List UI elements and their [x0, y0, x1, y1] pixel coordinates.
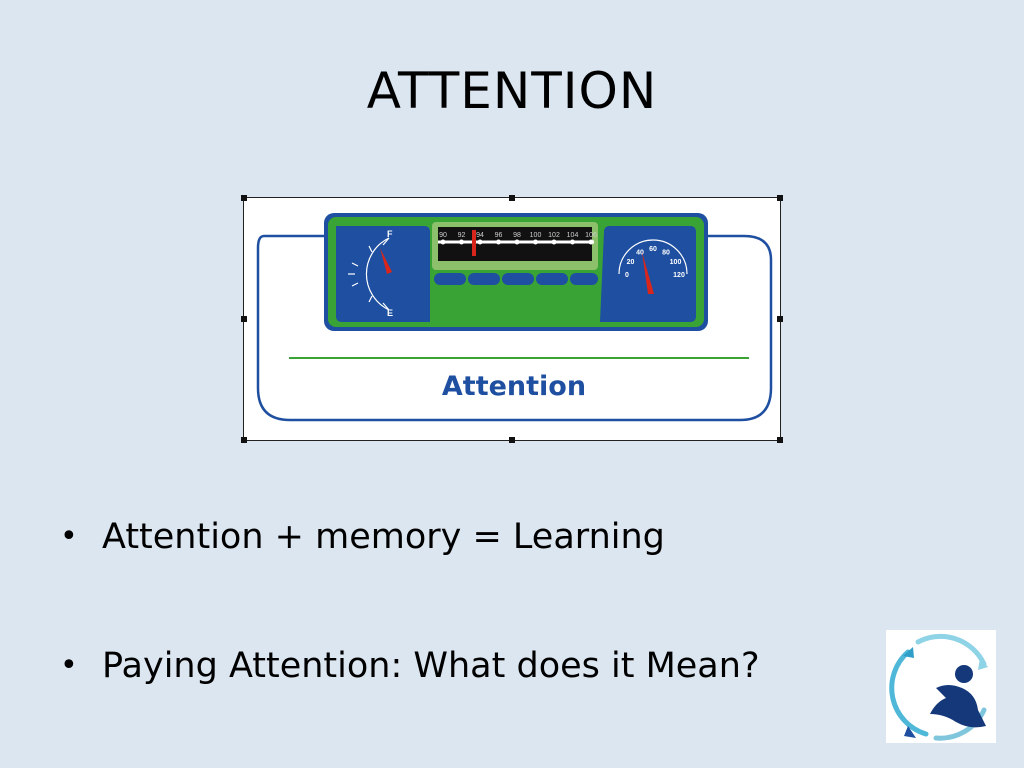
bullet-icon: •: [60, 519, 78, 554]
speedometer-needle: [642, 252, 654, 294]
resize-handle-s[interactable]: [509, 437, 515, 443]
radio-frequency-label: 94: [476, 232, 484, 239]
radio-frequency-labels: 90 92 94 96 98 100 102 104 106: [439, 232, 597, 239]
radio-tuning-needle: [472, 230, 476, 256]
speedometer-tick-label: 0: [625, 272, 629, 279]
speedometer-tick-label: 60: [649, 246, 657, 253]
resize-handle-se[interactable]: [777, 437, 783, 443]
radio-preset-button-4: [536, 273, 568, 285]
radio-preset-button-1: [434, 273, 466, 285]
radio-frequency-label: 90: [439, 232, 447, 239]
radio-scale-dot: [551, 239, 557, 245]
speedometer-tick-label: 100: [670, 259, 682, 266]
radio-frequency-label: 104: [567, 232, 579, 239]
fuel-gauge: F E: [348, 229, 393, 318]
resize-handle-e[interactable]: [777, 316, 783, 322]
radio-frequency-label: 98: [513, 232, 521, 239]
radio-preset-button-2: [468, 273, 500, 285]
slide-title: ATTENTION: [366, 62, 658, 120]
resize-handle-nw[interactable]: [241, 195, 247, 201]
person-cycle-icon: [889, 633, 988, 741]
radio-frequency-label: 106: [585, 232, 597, 239]
radio-scale-dot: [440, 239, 446, 245]
resize-handle-w[interactable]: [241, 316, 247, 322]
speedometer-tick-label: 20: [627, 259, 635, 266]
bullet-list: •Attention + memory = Learning •Paying A…: [60, 510, 760, 768]
fuel-empty-label: E: [387, 308, 393, 318]
fuel-gauge-panel: [336, 226, 430, 322]
radio-scale-dot: [533, 239, 538, 245]
fuel-full-label: F: [387, 229, 393, 239]
radio-scale-dot: [588, 239, 594, 245]
speedometer-tick-label: 40: [636, 250, 644, 257]
bullet-item: •Attention + memory = Learning: [60, 510, 760, 574]
radio-scale-dot: [514, 239, 520, 245]
logo: [886, 630, 996, 743]
radio-frequency-label: 92: [458, 232, 466, 239]
bullet-icon: •: [60, 648, 78, 683]
figure-outline: [256, 234, 773, 422]
radio-frequency-label: 102: [548, 232, 560, 239]
speedometer-tick-label: 80: [662, 250, 670, 257]
radio-dial: [438, 227, 592, 261]
speedometer-tick-label: 120: [673, 272, 685, 279]
fuel-needle: [380, 248, 392, 274]
figure-caption: Attention: [442, 371, 586, 402]
radio-frequency-label: 100: [530, 232, 542, 239]
radio-preset-button-3: [502, 273, 534, 285]
radio-scale-dot: [496, 239, 501, 245]
radio-scale-dot: [570, 239, 575, 245]
bullet-item: •Paying Attention: What does it Mean?: [60, 639, 760, 703]
resize-handle-sw[interactable]: [241, 437, 247, 443]
resize-handle-n[interactable]: [509, 195, 515, 201]
radio-scale-dot: [477, 239, 483, 245]
resize-handle-ne[interactable]: [777, 195, 783, 201]
radio-frequency-label: 96: [495, 232, 503, 239]
radio-scale-dot: [459, 239, 464, 245]
radio-preset-button-5: [570, 273, 598, 285]
